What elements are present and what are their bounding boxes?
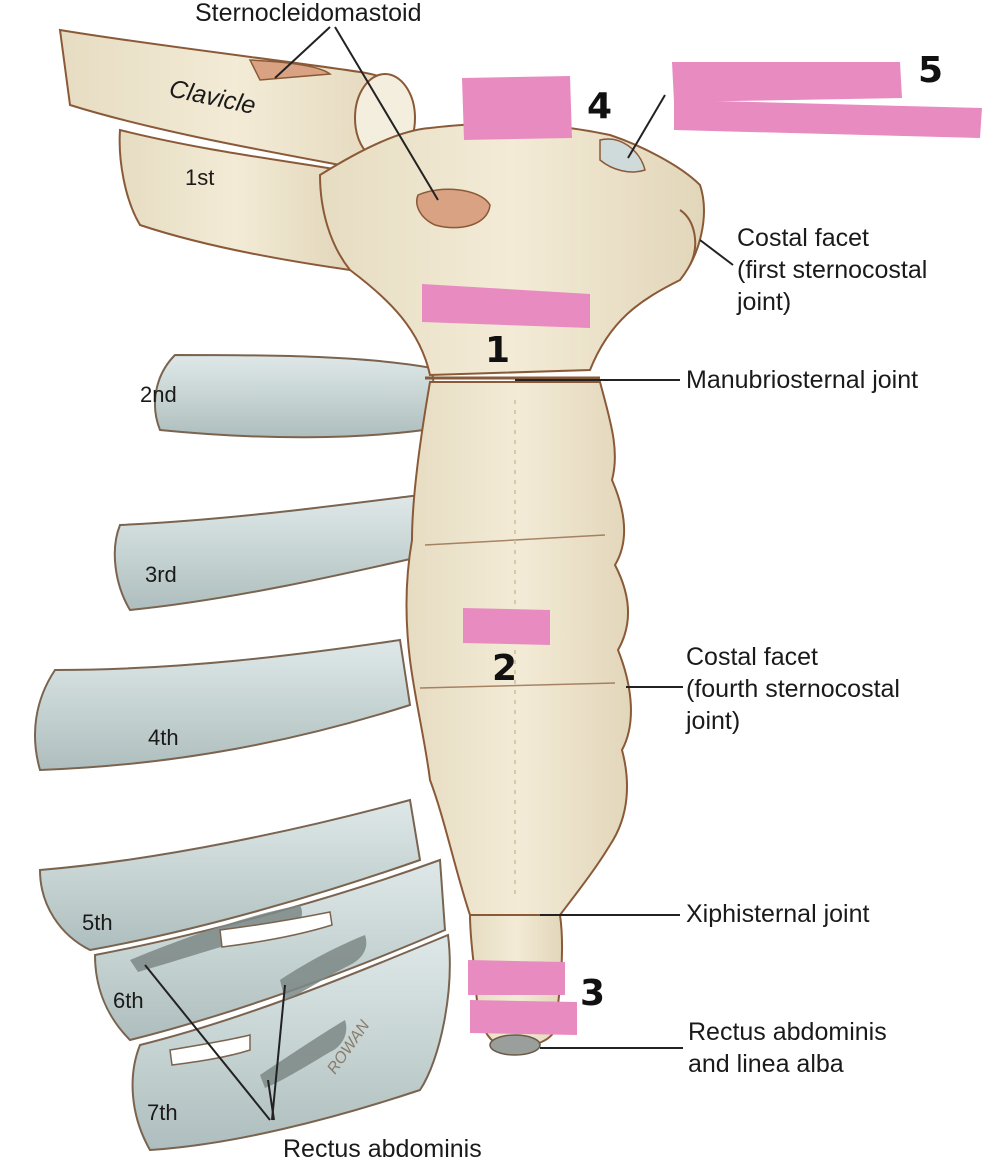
rib-1 [118,128,352,272]
rectus-abdominis-slips [130,905,367,1088]
handwritten-number-2: 2 [492,648,517,689]
leader-scm-sternal [334,26,439,201]
label-xiphisternal-joint: Xiphisternal joint [686,900,869,928]
label-rib-7: 7th [147,1100,178,1125]
redaction-5-upper [672,62,902,102]
redaction-5-lower [674,100,982,138]
linea-alba-attachment [489,1034,541,1056]
leader-rectus-2 [271,984,286,1121]
rib-7 [131,933,451,1152]
redaction-4 [462,76,572,140]
rib-3 [113,493,430,612]
label-rib-5: 5th [82,910,113,935]
leader-rectus-1 [144,964,271,1121]
label-costal-facet-fourth-line2: (fourth sternocostal [686,675,900,703]
label-rib-3: 3rd [145,562,177,587]
label-costal-facet-first-line1: Costal facet [737,224,869,252]
rib-4 [34,638,412,772]
handwritten-number-3: 3 [580,973,605,1014]
label-manubriosternal-joint: Manubriosternal joint [686,366,918,394]
rib-5 [38,798,422,952]
rib-2 [154,353,440,439]
label-rectus-abdominis: Rectus abdominis [283,1135,482,1163]
label-costal-facet-fourth-line1: Costal facet [686,643,818,671]
leader-clavicular-notch [627,94,666,159]
sternum-body [405,381,632,916]
label-costal-facet-fourth-line3: joint) [685,707,740,735]
label-rib-4: 4th [148,725,179,750]
redaction-3-lower [470,1000,577,1035]
label-costal-facet-first-line3: joint) [736,288,791,316]
costal-facet-first [679,209,697,266]
manubrium [318,122,705,377]
label-rib-1: 1st [185,165,214,190]
clavicular-notch [599,138,646,173]
label-costal-facet-first-line2: (first sternocostal [737,256,927,284]
sternocleidomastoid-sternal-head [416,188,491,229]
label-rib-2: 2nd [140,382,177,407]
leader-costal-facet-first [699,239,734,266]
leader-scm-clavicular [274,26,331,79]
redaction-1 [422,284,590,328]
leader-rectus-3 [267,1079,275,1121]
handwritten-number-1: 1 [485,330,510,371]
redaction-3-upper [468,960,565,995]
redaction-2 [463,608,550,645]
handwritten-number-5: 5 [918,50,943,91]
sternebra-ridge-2 [419,682,616,689]
label-rib-6: 6th [113,988,144,1013]
leader-lines [144,26,734,1121]
redaction-blocks [422,62,982,1035]
handwritten-number-4: 4 [587,86,612,127]
sternocleidomastoid-clavicular-head [248,59,332,81]
label-sternocleidomastoid: Sternocleidomastoid [195,0,422,27]
label-rectus-linea-line1: Rectus abdominis [688,1018,887,1046]
label-rectus-linea-line2: and linea alba [688,1050,844,1078]
